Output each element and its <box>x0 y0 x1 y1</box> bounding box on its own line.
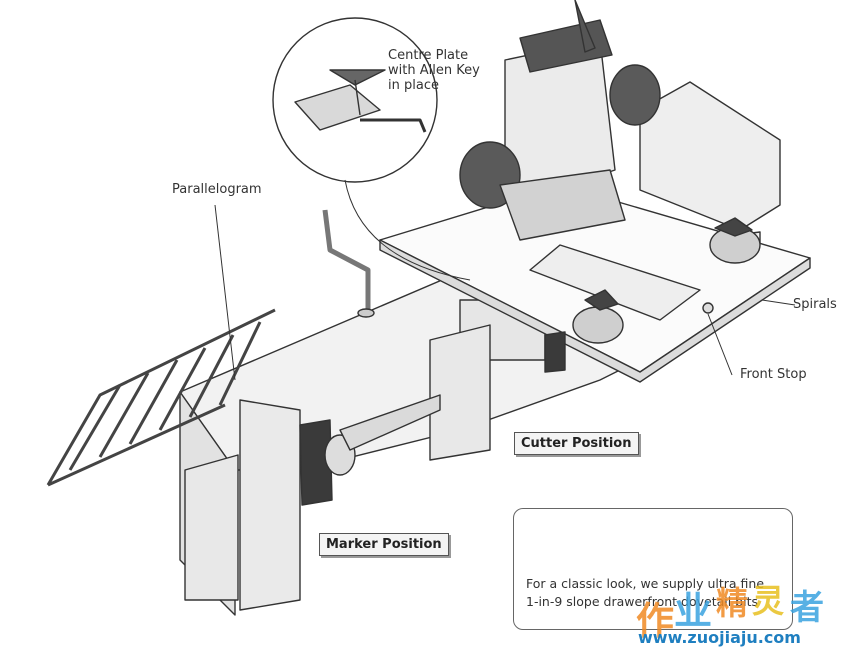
watermark-url: www.zuojiaju.com <box>638 628 801 647</box>
front-stop-peg <box>702 302 714 314</box>
marker-position-tag: Marker Position <box>319 533 449 556</box>
parallelogram-label: Parallelogram <box>172 182 262 197</box>
centre-plate-label-line3: in place <box>388 78 439 93</box>
locating-pin <box>322 209 371 312</box>
watermark-char-1: 作 <box>636 599 675 643</box>
inset-caption: For a classic look, we supply ultra fine… <box>526 575 764 611</box>
jig-rear-block <box>639 81 781 231</box>
spirals-label: Spirals <box>793 297 837 312</box>
watermark-char-3: 精 <box>716 584 749 622</box>
front-stop-label: Front Stop <box>740 367 807 382</box>
parallelogram-fence <box>46 308 276 487</box>
watermark: 作 业 精 灵 者 www.zuojiaju.com <box>636 572 836 652</box>
inset-caption-line1: For a classic look, we supply ultra fine <box>526 576 765 591</box>
watermark-char-5: 者 <box>790 588 824 628</box>
spiral-knob-left <box>572 306 624 344</box>
centre-plate-label-line2: with Allen Key <box>388 63 480 78</box>
centre-plate-label: Centre Plate with Allen Key in place <box>388 48 480 93</box>
cutter-position-tag: Cutter Position <box>514 432 639 455</box>
router-bit-inset: For a classic look, we supply ultra fine… <box>513 508 793 630</box>
marker-clamp <box>184 454 239 601</box>
inset-caption-line2: 1-in-9 slope drawerfront dovetail bits <box>526 594 758 609</box>
watermark-char-4: 灵 <box>752 582 785 620</box>
watermark-char-2: 业 <box>674 589 713 633</box>
cutter-clamp <box>429 324 491 461</box>
centre-plate-label-line1: Centre Plate <box>388 48 469 63</box>
